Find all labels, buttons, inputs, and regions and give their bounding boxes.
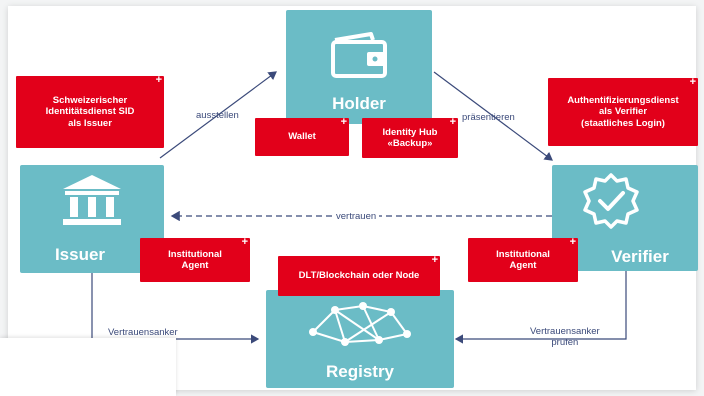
verifier-title: Verifier [611,247,669,266]
verifier-agent-text: Institutional Agent [496,248,550,272]
identity-hub-box: Identity Hub «Backup» + [362,116,458,158]
expand-plus-icon: + [241,236,248,248]
verifier-description-box: Authentifizierungsdienst als Verifier (s… [548,76,698,146]
holder-node: Holder [286,10,432,124]
institution-building-icon [63,175,121,225]
expand-plus-icon: + [569,236,576,248]
verified-badge-icon [583,173,639,229]
anchor-right-label: Vertrauensanker prüfen [530,326,600,348]
overlapping-page-corner [0,338,176,396]
dlt-box: DLT/Blockchain oder Node + [278,254,440,296]
issuer-agent-text: Institutional Agent [168,248,222,272]
expand-plus-icon: + [340,116,347,128]
wallet-icon [331,32,387,78]
dlt-text: DLT/Blockchain oder Node [298,270,420,282]
issuer-agent-box: Institutional Agent + [140,236,250,282]
issuer-title: Issuer [54,245,106,264]
expand-plus-icon: + [689,76,696,88]
expand-plus-icon: + [449,116,456,128]
issue-arrow [159,71,277,159]
issuer-description-text: Schweizerischer Identitätsdienst SID als… [45,94,135,129]
present-arrow [433,71,553,161]
wallet-text: Wallet [288,131,316,143]
trust-label: vertrauen [333,211,380,222]
expand-plus-icon: + [431,254,438,266]
registry-node: Registry [266,290,454,388]
anchor-right-arrow [454,268,627,344]
present-label: präsentieren [462,112,515,123]
network-graph-icon [309,302,411,346]
expand-plus-icon: + [155,74,162,86]
verifier-agent-box: Institutional Agent + [468,236,578,282]
issue-label: ausstellen [196,110,239,121]
issuer-description-box: Schweizerischer Identitätsdienst SID als… [16,74,164,148]
verifier-description-text: Authentifizierungsdienst als Verifier (s… [567,94,679,129]
holder-title: Holder [332,94,386,113]
anchor-left-label: Vertrauensanker [108,327,178,338]
wallet-box: Wallet + [255,116,349,156]
identity-hub-text: Identity Hub «Backup» [382,126,438,150]
registry-title: Registry [325,362,395,381]
